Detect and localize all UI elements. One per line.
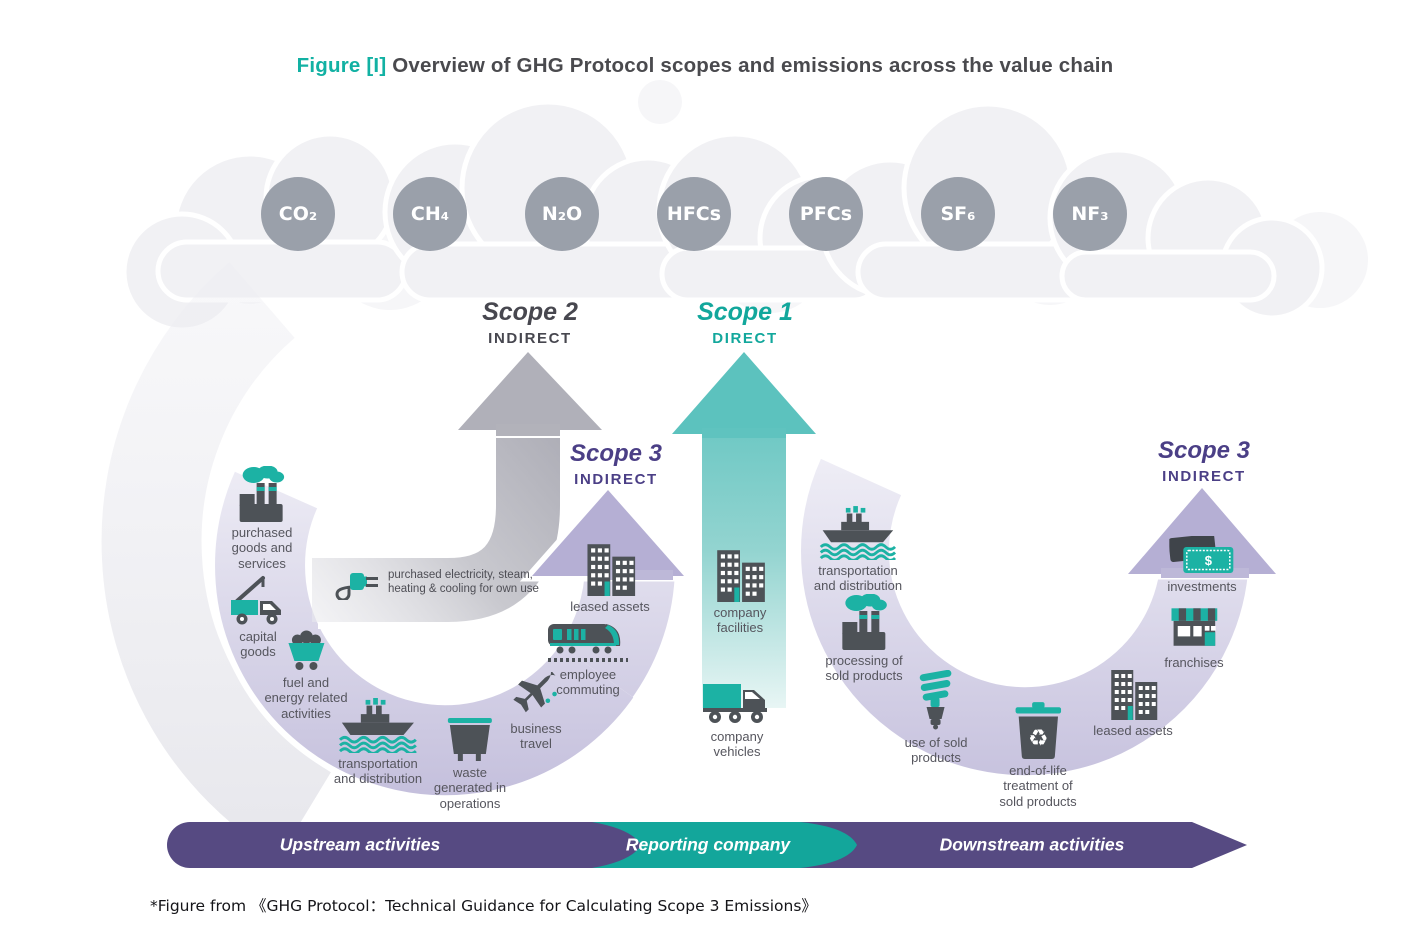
buildings-icon (1105, 664, 1161, 720)
category-downstream-leased-assets: leased assets (1093, 664, 1173, 738)
gas-badge-n2o: N₂O (525, 177, 599, 251)
scope3-upstream-kind: INDIRECT (574, 471, 658, 488)
category-end-of-life: end-of-life treatment of sold products (999, 700, 1077, 809)
train-icon (548, 620, 628, 664)
category-label: leased assets (570, 599, 650, 614)
category-company-vehicles: company vehicles (701, 682, 773, 760)
category-label: purchased goods and services (231, 525, 293, 571)
timeline-downstream-label: Downstream activities (939, 834, 1125, 855)
category-label: fuel and energy related activities (264, 675, 348, 721)
scope3-downstream-name: Scope 3 (1157, 437, 1251, 464)
downstream-arc (795, 456, 1255, 782)
electricity-note: purchased electricity, steam, heating & … (388, 569, 539, 596)
figure-tag: Figure [I] (296, 54, 387, 77)
scope2-title: Scope 2 INDIRECT (482, 298, 578, 347)
category-label: use of sold products (904, 735, 968, 766)
ship-icon (819, 506, 897, 560)
storefront-icon (1169, 600, 1219, 652)
timeline-reporting-label: Reporting company (625, 834, 791, 855)
money-icon (1169, 536, 1235, 576)
scope2-kind: INDIRECT (488, 330, 572, 347)
factory-icon (234, 466, 290, 522)
category-label: investments (1167, 579, 1237, 594)
category-processing-sold-products: processing of sold products (825, 594, 903, 684)
category-label: end-of-life treatment of sold products (999, 763, 1077, 809)
dumpster-icon (446, 712, 494, 762)
category-downstream-transport: transportation and distribution (814, 506, 902, 594)
figure-title: Figure [I] Overview of GHG Protocol scop… (0, 54, 1410, 78)
scope2-name: Scope 2 (482, 298, 578, 326)
category-purchased-goods: purchased goods and services (231, 466, 293, 571)
category-waste: waste generated in operations (434, 712, 506, 811)
category-employee-commuting: employee commuting (548, 620, 628, 698)
scope3-upstream-name: Scope 3 (569, 440, 663, 467)
scope3-downstream-title: Scope 3 INDIRECT (1157, 437, 1251, 485)
scope1-title: Scope 1 DIRECT (697, 298, 793, 347)
category-label: transportation and distribution (333, 756, 423, 787)
scope1-arrow (659, 343, 829, 708)
category-upstream-transport: transportation and distribution (334, 698, 422, 787)
category-upstream-leased-assets: leased assets (570, 538, 650, 614)
timeline-upstream-point (568, 822, 641, 868)
buildings-icon (711, 544, 769, 602)
category-company-facilities: company facilities (711, 544, 769, 636)
factory-icon (836, 594, 892, 650)
gas-badge-nf3: NF₃ (1053, 177, 1127, 251)
recycle-bin-icon (1015, 700, 1061, 760)
plug-icon (328, 566, 382, 600)
figure-title-text: Overview of GHG Protocol scopes and emis… (386, 54, 1114, 77)
scope3-downstream-kind: INDIRECT (1162, 468, 1246, 485)
category-label: transportation and distribution (813, 563, 903, 594)
category-label: business travel (510, 721, 562, 752)
gas-badge-sf6: SF₆ (921, 177, 995, 251)
category-label: company facilities (713, 605, 767, 636)
category-use-sold-products: use of sold products (904, 670, 968, 766)
category-label: waste generated in operations (433, 765, 507, 811)
category-label: leased assets (1093, 723, 1173, 738)
category-franchises: franchises (1164, 600, 1224, 670)
gas-badge-hfcs: HFCs (657, 177, 731, 251)
category-business-travel: business travel (510, 672, 562, 752)
gas-badge-ch4: CH₄ (393, 177, 467, 251)
scope1-name: Scope 1 (697, 298, 793, 326)
gas-badge-pfcs: PFCs (789, 177, 863, 251)
category-label: employee commuting (556, 667, 620, 698)
mine-cart-icon (282, 626, 330, 672)
timeline-upstream-label: Upstream activities (279, 834, 441, 855)
buildings-icon (581, 538, 639, 596)
category-investments: investments (1167, 536, 1237, 594)
cfl-bulb-icon (916, 670, 956, 732)
scope3-upstream-title: Scope 3 INDIRECT (569, 440, 663, 488)
category-capital-goods: capital goods (229, 574, 287, 660)
gas-badge-co2: CO₂ (261, 177, 335, 251)
category-label: franchises (1164, 655, 1224, 670)
source-footnote: *Figure from 《GHG Protocol：Technical Gui… (150, 897, 817, 915)
background-swirl-arc (101, 262, 332, 858)
category-label: company vehicles (710, 729, 764, 760)
crane-truck-icon (229, 574, 287, 626)
category-label: processing of sold products (825, 653, 903, 684)
scope1-kind: DIRECT (712, 330, 778, 347)
category-fuel-energy: fuel and energy related activities (264, 626, 348, 721)
category-label: capital goods (239, 629, 277, 660)
truck-icon (701, 682, 773, 726)
timeline-reporting-shape (568, 822, 857, 868)
ship-icon (338, 698, 418, 753)
timeline-bar (167, 822, 1247, 868)
scope2-arrow (312, 343, 616, 629)
